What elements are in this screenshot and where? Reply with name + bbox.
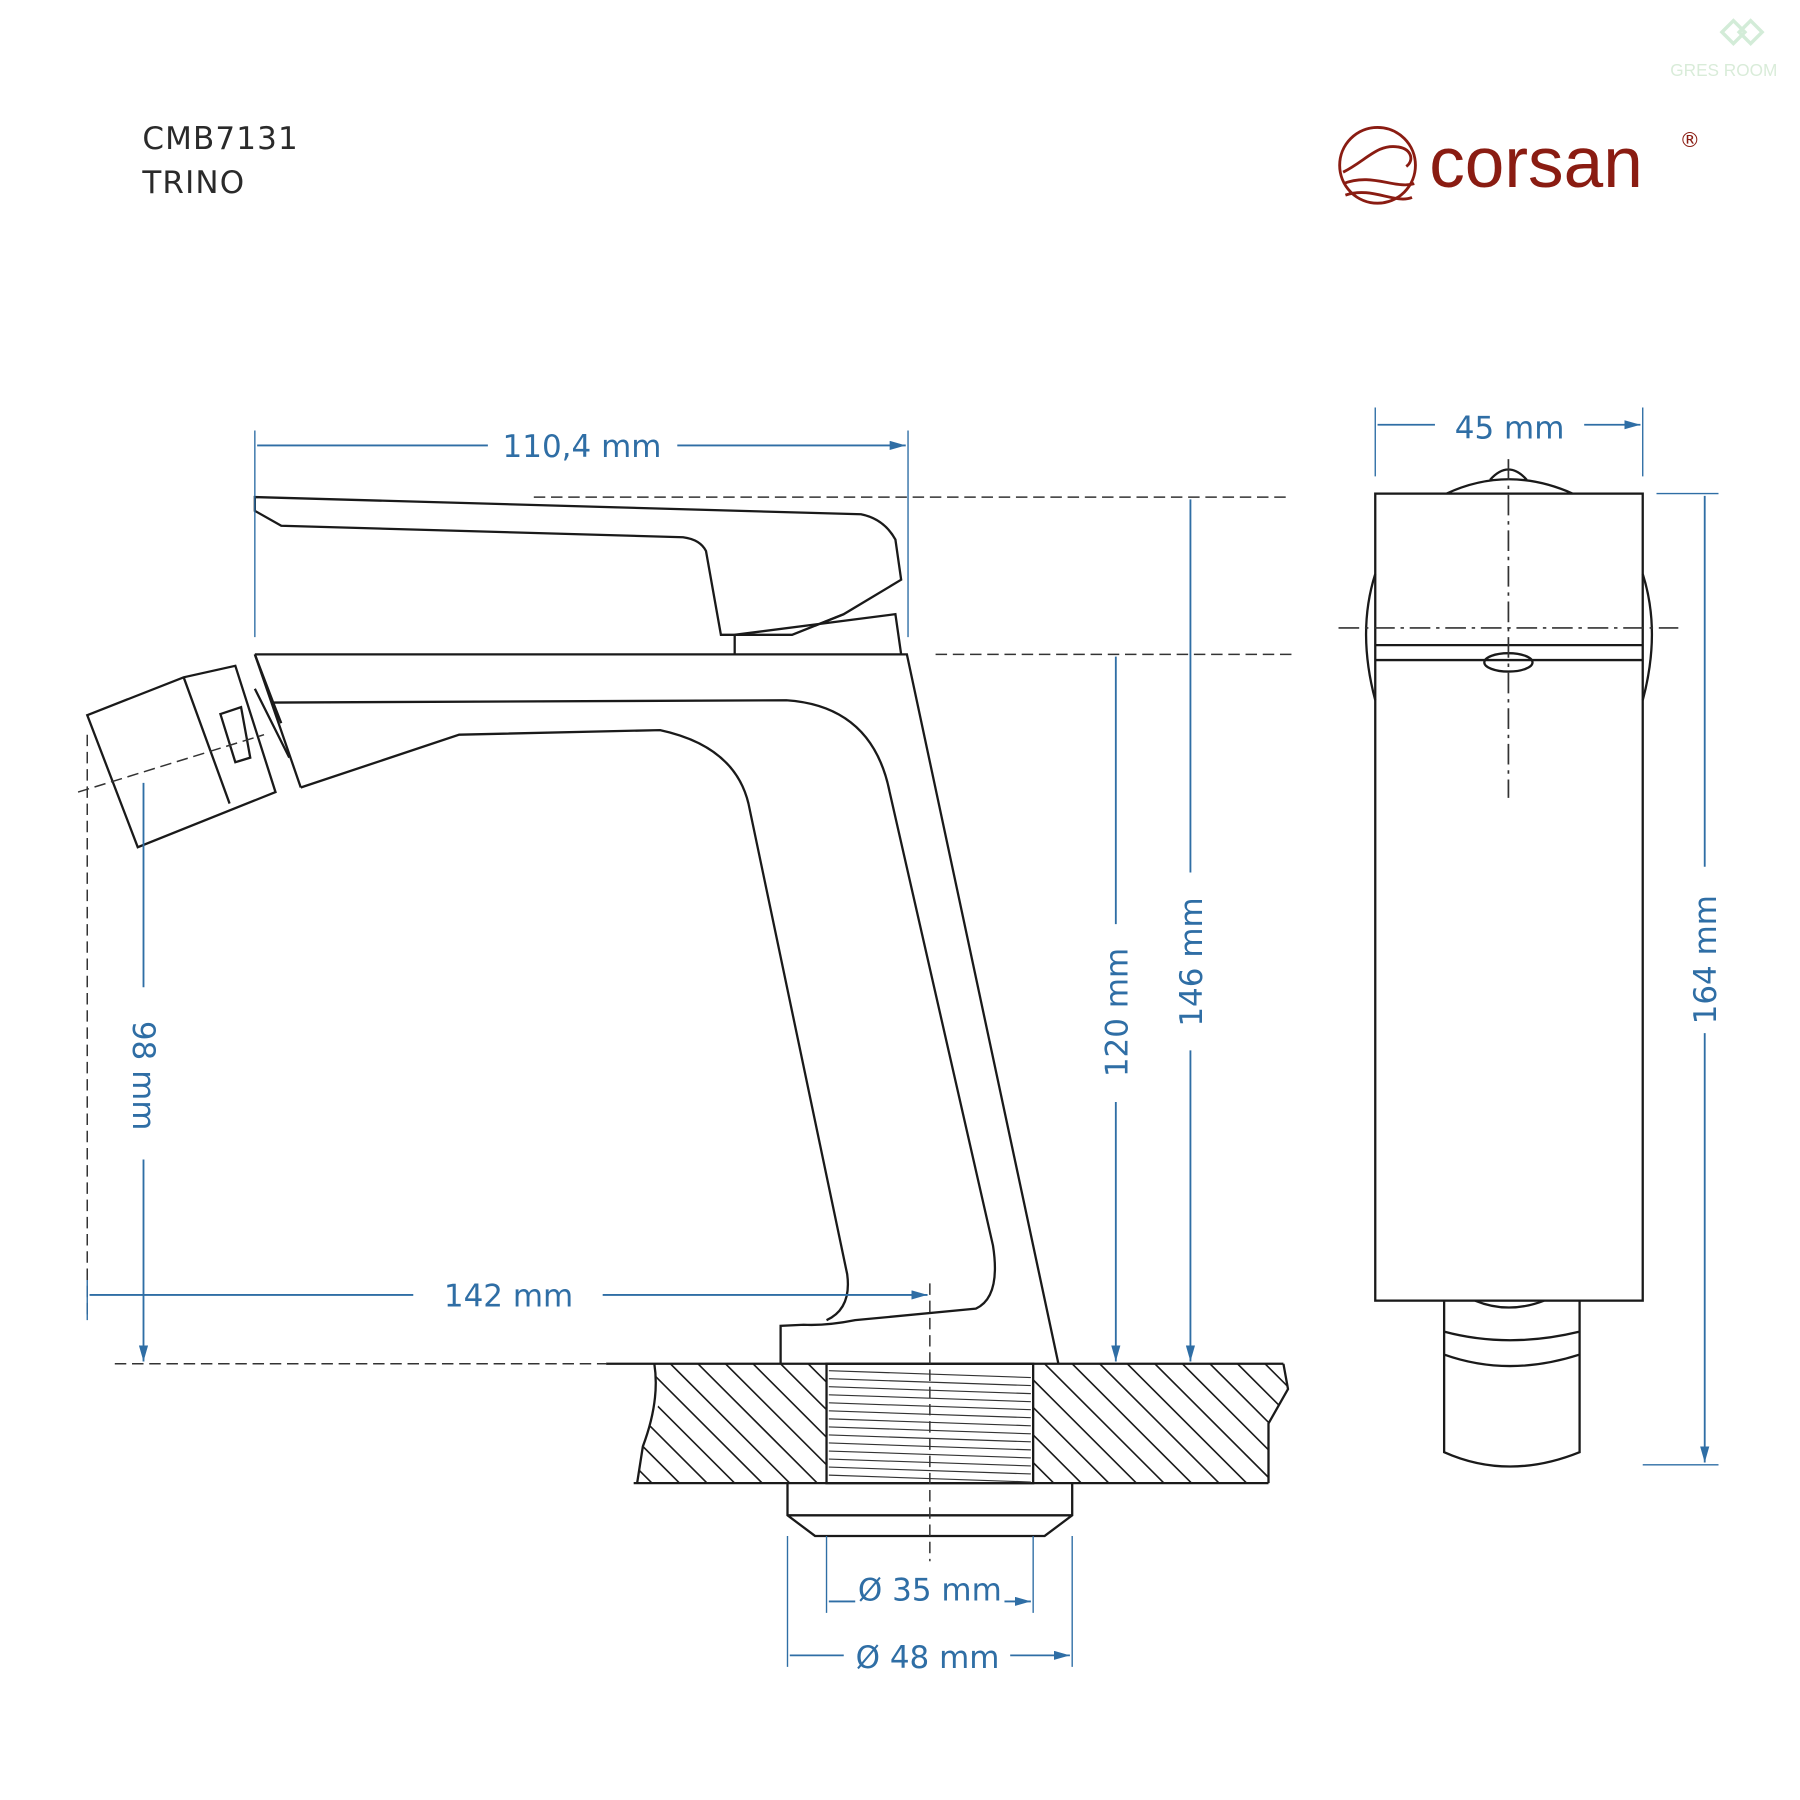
hatch-line xyxy=(1099,1363,1227,1484)
dimension-lines xyxy=(89,425,1705,1656)
corsan-logo: corsan ® xyxy=(1338,124,1700,205)
dim-total-depth: 142 mm xyxy=(444,1278,573,1314)
dim-handle-height: 146 mm xyxy=(1174,897,1210,1026)
dim-width: 45 mm xyxy=(1455,411,1565,447)
hatch-line xyxy=(1044,1363,1172,1484)
hatch-line xyxy=(1033,1363,1089,1484)
hatch-line xyxy=(1236,1363,1289,1484)
hatch-line xyxy=(642,1363,770,1484)
product-name: TRINO xyxy=(141,165,245,201)
dim-spout-height: 98 mm xyxy=(125,1021,161,1131)
dim-thread-diameter: Ø 35 mm xyxy=(858,1572,1002,1608)
hatch-line xyxy=(697,1363,825,1484)
svg-text:®: ® xyxy=(1679,128,1700,152)
hatch-line xyxy=(1033,1363,1062,1484)
dim-base-diameter: Ø 48 mm xyxy=(856,1640,1000,1676)
hatch-line xyxy=(1033,1363,1034,1484)
hatch-line xyxy=(505,1364,631,1490)
thread-line xyxy=(828,1450,1031,1459)
faucet-front-view xyxy=(1338,459,1679,1468)
hatch-line xyxy=(1071,1363,1200,1484)
hatch-line xyxy=(724,1363,827,1484)
svg-text:corsan: corsan xyxy=(1429,124,1643,203)
faucet-side-view xyxy=(77,495,1060,1365)
svg-text:GRES ROOM: GRES ROOM xyxy=(1670,60,1777,80)
product-code: CMB7131 xyxy=(142,121,299,157)
hatch-line xyxy=(1154,1363,1282,1484)
hatch-line xyxy=(1033,1363,1117,1484)
hatch-line xyxy=(637,1363,660,1484)
hatch-line xyxy=(752,1363,827,1484)
dim-handle-length: 110,4 mm xyxy=(503,429,662,465)
dim-total-height: 164 mm xyxy=(1688,895,1724,1024)
hatch-line xyxy=(637,1363,743,1484)
gres-room-watermark: GRES ROOM xyxy=(1670,18,1777,80)
hatch-line xyxy=(637,1363,715,1484)
hatch-line xyxy=(1181,1363,1289,1484)
hatch-line xyxy=(637,1363,688,1484)
hatch-line xyxy=(780,1363,827,1484)
hatch-line xyxy=(1126,1363,1255,1484)
dim-body-height: 120 mm xyxy=(1099,948,1135,1077)
thread-line xyxy=(828,1466,1031,1475)
thread-line xyxy=(828,1378,1031,1387)
countertop-section xyxy=(505,1362,1290,1538)
hatch-line xyxy=(1264,1363,1289,1484)
hatch-line xyxy=(669,1363,798,1484)
hatch-line xyxy=(1209,1363,1289,1484)
hatch-line xyxy=(1033,1363,1144,1484)
